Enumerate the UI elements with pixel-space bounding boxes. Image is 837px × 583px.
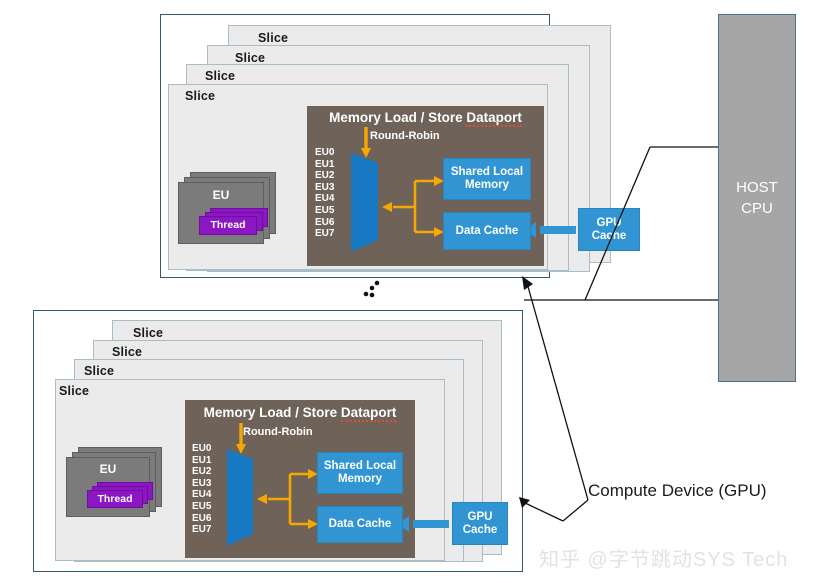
eu-index: EU3: [315, 181, 335, 193]
eu-index: EU6: [315, 216, 335, 228]
dataport-title-bottom: Memory Load / Store Dataport: [185, 405, 415, 422]
data-cache-label-b: Data Cache: [328, 518, 392, 530]
data-cache-bottom: Data Cache: [317, 506, 403, 543]
round-robin-label-bottom: Round-Robin: [243, 426, 313, 438]
eu-index: EU4: [315, 193, 335, 205]
eu-index: EU0: [315, 147, 335, 158]
thread-card-front: [199, 216, 257, 235]
slice-label-1: Slice: [185, 89, 216, 103]
shared-local-memory-top: Shared Local Memory: [443, 158, 531, 200]
eu-index-list-bottom: EU0 EU1 EU2 EU3 EU4 EU5 EU6 EU7: [192, 443, 211, 536]
eu-index: EU5: [315, 204, 335, 216]
caption-leader-top: [526, 282, 589, 501]
eu-index-b: EU0: [192, 443, 212, 454]
shared-local-memory-bottom: Shared Local Memory: [317, 452, 403, 494]
eu-index-b: EU3: [192, 477, 212, 489]
data-cache-label: Data Cache: [455, 224, 519, 237]
caption-leader-bottom-2: [522, 501, 564, 522]
gpu-cache-line2-b: Cache: [462, 523, 498, 536]
dataport-title-flagged: Dataport: [466, 110, 522, 127]
eu-index-b: EU7: [192, 524, 212, 536]
eu-index-b: EU6: [192, 512, 212, 524]
slice-label-4: Slice: [258, 31, 289, 45]
slice-label-3-b: Slice: [112, 345, 143, 359]
slice-label-2-b: Slice: [84, 364, 115, 378]
slm-line1: Shared Local: [450, 166, 524, 178]
caption-leader-arrowhead-top: [522, 276, 533, 290]
host-cpu-block: HOST CPU: [718, 14, 796, 382]
compute-device-caption: Compute Device (GPU): [588, 481, 767, 500]
host-cpu-line1: HOST: [736, 179, 778, 196]
dataport-title-flagged-b: Dataport: [340, 405, 397, 422]
gpu-cache-bottom: GPU Cache: [452, 502, 508, 545]
eu-index-b: EU1: [192, 454, 212, 466]
slice-label-4-b: Slice: [133, 326, 164, 340]
slm-line2: Memory: [464, 179, 510, 191]
slice-label-3: Slice: [235, 51, 266, 65]
gpu-cache-line1-b: GPU: [467, 510, 493, 523]
eu-index-b: EU2: [192, 466, 212, 478]
eu-index: EU1: [315, 158, 335, 170]
eu-index: EU2: [315, 170, 335, 182]
dataport-title-main-b: Memory Load / Store: [203, 405, 341, 420]
gpu-cache-line1: GPU: [596, 216, 622, 229]
thread-card-label-b: Thread: [97, 493, 133, 505]
gpu-cache-line2: Cache: [591, 229, 627, 242]
data-cache-top: Data Cache: [443, 212, 531, 250]
dataport-title-main: Memory Load / Store: [329, 110, 467, 125]
dataport-title-top: Memory Load / Store Dataport: [307, 110, 544, 127]
zhihu-watermark: 知乎 @字节跳动SYS Tech: [539, 549, 789, 571]
eu-index-b: EU4: [192, 489, 212, 501]
eu-index: EU7: [315, 228, 335, 240]
slm-line1-b: Shared Local: [323, 460, 397, 472]
caption-leader-bottom: [562, 499, 589, 522]
eu-card-label-b: EU: [99, 462, 117, 476]
slm-line2-b: Memory: [337, 473, 383, 485]
gpu-cache-top: GPU Cache: [578, 208, 640, 251]
thread-card-front-b: [87, 490, 143, 508]
thread-card-label: Thread: [210, 219, 246, 231]
round-robin-label-top: Round-Robin: [370, 130, 440, 142]
slice-label-2: Slice: [205, 69, 236, 83]
eu-index-list-top: EU0 EU1 EU2 EU3 EU4 EU5 EU6 EU7: [315, 147, 334, 240]
eu-index-b: EU5: [192, 500, 212, 512]
slice-label-1-b: Slice: [59, 384, 90, 398]
eu-card-label: EU: [212, 188, 230, 202]
host-cpu-line2: CPU: [741, 200, 773, 217]
